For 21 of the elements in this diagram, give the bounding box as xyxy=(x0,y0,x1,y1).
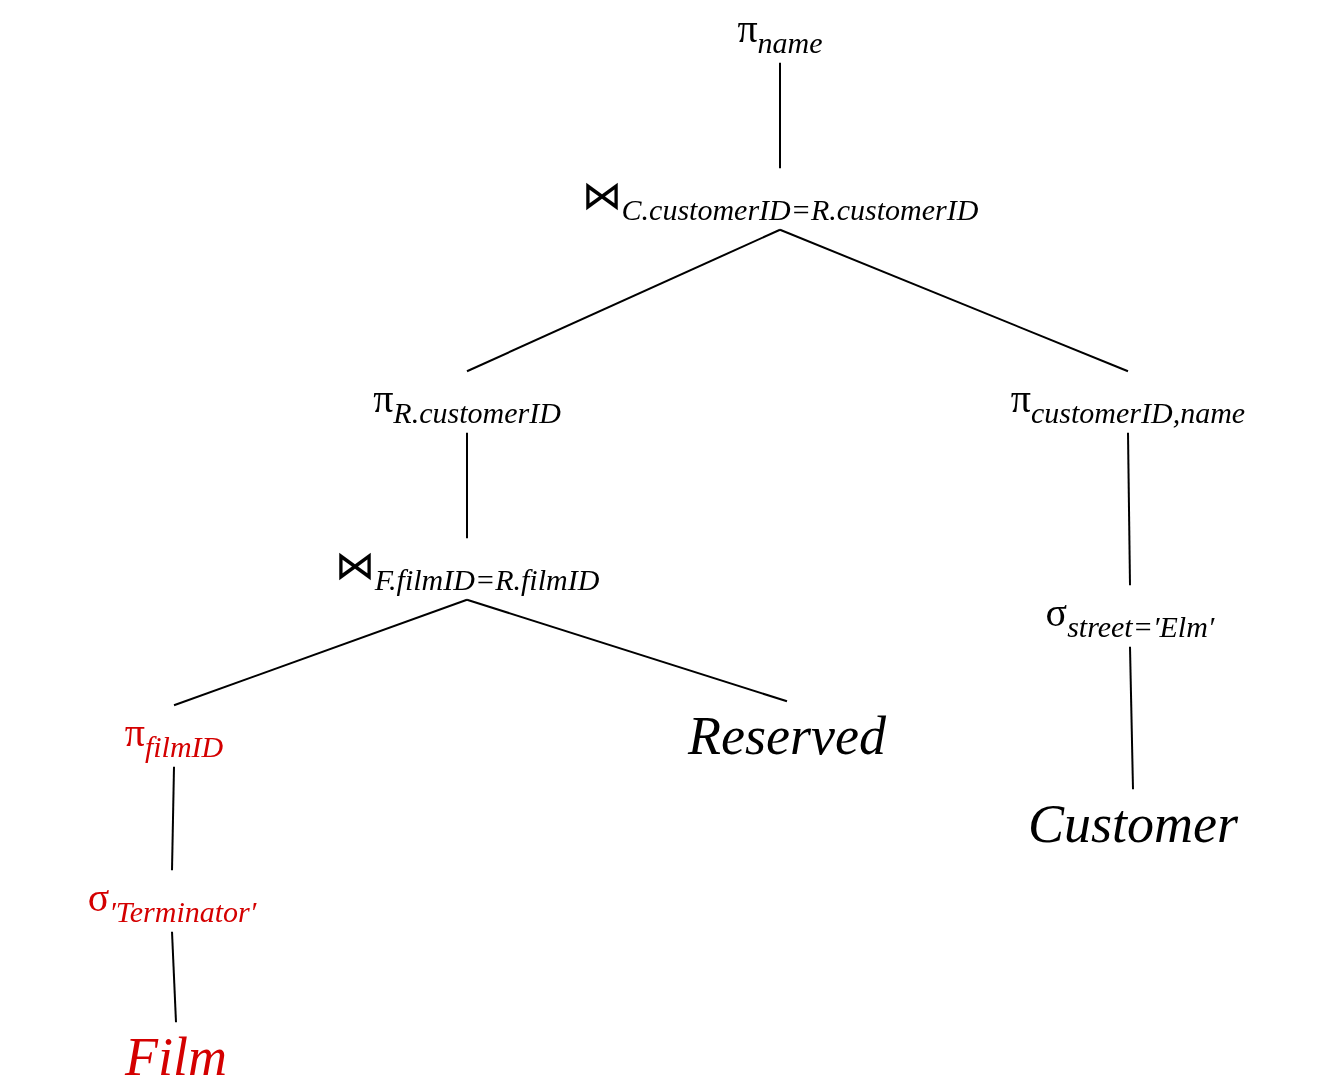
tree-edge xyxy=(466,228,781,373)
operator-label: σ$_{′Terminator′}$ xyxy=(83,874,261,930)
operator-label: ⋈$_{C.customerID=R.customerID}$ xyxy=(577,172,983,228)
tree-edge xyxy=(779,228,1129,373)
tree-edge xyxy=(1127,431,1131,587)
operator-label: Film xyxy=(121,1026,231,1083)
tree-edge xyxy=(1129,645,1134,791)
operator-label: π$_{customerID,name}$ xyxy=(1006,375,1250,431)
operator-label: σ$_{street=′Elm′}$ xyxy=(1041,589,1219,645)
tree-edge xyxy=(466,431,468,540)
tree-edge xyxy=(466,598,788,703)
tree-edge xyxy=(171,930,177,1024)
tree-edge xyxy=(171,765,175,872)
operator-label: Customer xyxy=(1024,793,1242,857)
operator-label: Reserved xyxy=(684,705,890,769)
operator-label: ⋈$_{F.filmID=R.filmID}$ xyxy=(330,542,604,598)
operator-label: π$_{filmID}$ xyxy=(120,709,228,765)
tree-edge xyxy=(779,61,781,170)
operator-label: π$_{name}$ xyxy=(733,5,827,61)
tree-edge xyxy=(173,598,468,707)
operator-label: π$_{R.customerID}$ xyxy=(369,375,565,431)
